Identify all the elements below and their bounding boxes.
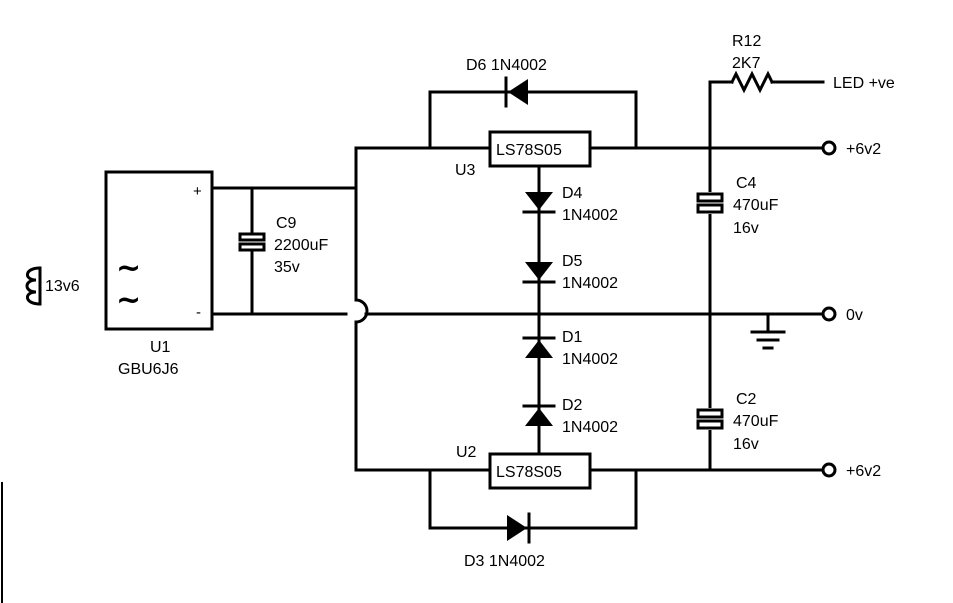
led-label: LED +ve bbox=[833, 75, 895, 92]
r12-value: 2K7 bbox=[732, 55, 761, 72]
c4-value: 470uF bbox=[733, 197, 779, 214]
transformer-coil: 13v6 bbox=[16, 264, 80, 306]
d2-ref: D2 bbox=[562, 397, 583, 414]
wires bbox=[210, 80, 825, 530]
transformer-label: 13v6 bbox=[45, 278, 80, 295]
d1-part: 1N4002 bbox=[562, 351, 618, 368]
c2-voltage: 16v bbox=[733, 436, 759, 453]
d1-ref: D1 bbox=[562, 329, 583, 346]
c9-ref: C9 bbox=[276, 215, 297, 232]
diode-icon bbox=[525, 408, 553, 426]
terminal-icon bbox=[821, 140, 837, 156]
resistor-r12: R12 2K7 bbox=[729, 33, 775, 94]
capacitor-c9: C9 2200uF 35v bbox=[238, 186, 328, 316]
terminal-icon bbox=[821, 462, 837, 478]
u1-plus-label: + bbox=[193, 183, 202, 200]
top-output-label: +6v2 bbox=[846, 141, 881, 158]
diode-icon bbox=[525, 340, 553, 358]
terminal-ground: 0v bbox=[821, 306, 863, 324]
capacitor-icon bbox=[696, 408, 724, 419]
capacitor-c2: C2 470uF 16v bbox=[696, 391, 779, 453]
d5-ref: D5 bbox=[562, 253, 583, 270]
d6-label: D6 1N4002 bbox=[466, 57, 547, 74]
u1-minus-label: - bbox=[196, 304, 201, 321]
diode-d4: D4 1N4002 bbox=[522, 185, 618, 224]
diode-d6: D6 1N4002 bbox=[466, 57, 547, 108]
c4-ref: C4 bbox=[736, 175, 757, 192]
tilde-icon: ~ bbox=[116, 283, 141, 318]
diode-d5: D5 1N4002 bbox=[522, 253, 618, 292]
d4-ref: D4 bbox=[562, 185, 583, 202]
regulator-u2: LS78S05 U2 bbox=[456, 444, 592, 490]
diode-d1: D1 1N4002 bbox=[522, 329, 618, 368]
capacitor-icon bbox=[696, 192, 724, 203]
terminal-led: LED +ve bbox=[833, 75, 895, 92]
c9-voltage: 35v bbox=[274, 259, 300, 276]
diode-d3: D3 1N4002 bbox=[464, 512, 545, 570]
c4-voltage: 16v bbox=[733, 220, 759, 237]
ground-icon bbox=[750, 330, 786, 350]
u3-part: LS78S05 bbox=[496, 142, 562, 159]
d5-part: 1N4002 bbox=[562, 275, 618, 292]
tilde-icon: ~ bbox=[116, 251, 141, 286]
d3-label: D3 1N4002 bbox=[464, 553, 545, 570]
u2-part: LS78S05 bbox=[496, 464, 562, 481]
diode-icon bbox=[525, 192, 553, 210]
d2-part: 1N4002 bbox=[562, 419, 618, 436]
terminal-bottom-output: +6v2 bbox=[821, 462, 881, 480]
c2-ref: C2 bbox=[736, 391, 757, 408]
diode-icon bbox=[507, 515, 527, 541]
diode-icon bbox=[508, 79, 528, 105]
bottom-output-label: +6v2 bbox=[846, 463, 881, 480]
ground-label: 0v bbox=[846, 307, 863, 324]
resistor-icon bbox=[729, 70, 775, 94]
u1-part: GBU6J6 bbox=[118, 361, 179, 378]
u2-ref: U2 bbox=[456, 444, 477, 461]
regulator-u3: LS78S05 U3 bbox=[455, 130, 592, 179]
d4-part: 1N4002 bbox=[562, 207, 618, 224]
r12-ref: R12 bbox=[732, 33, 761, 50]
diode-d2: D2 1N4002 bbox=[522, 397, 618, 436]
terminal-top-output: +6v2 bbox=[821, 140, 881, 158]
capacitor-c4: C4 470uF 16v bbox=[696, 175, 779, 237]
capacitor-icon bbox=[238, 232, 266, 242]
inductor-icon bbox=[25, 266, 42, 306]
c2-value: 470uF bbox=[733, 413, 779, 430]
u3-ref: U3 bbox=[455, 162, 476, 179]
diode-icon bbox=[525, 262, 553, 280]
c9-value: 2200uF bbox=[274, 237, 328, 254]
terminal-icon bbox=[821, 306, 837, 322]
bridge-rectifier-u1: + - ~ ~ U1 GBU6J6 bbox=[104, 170, 214, 378]
u1-ref: U1 bbox=[150, 339, 171, 356]
